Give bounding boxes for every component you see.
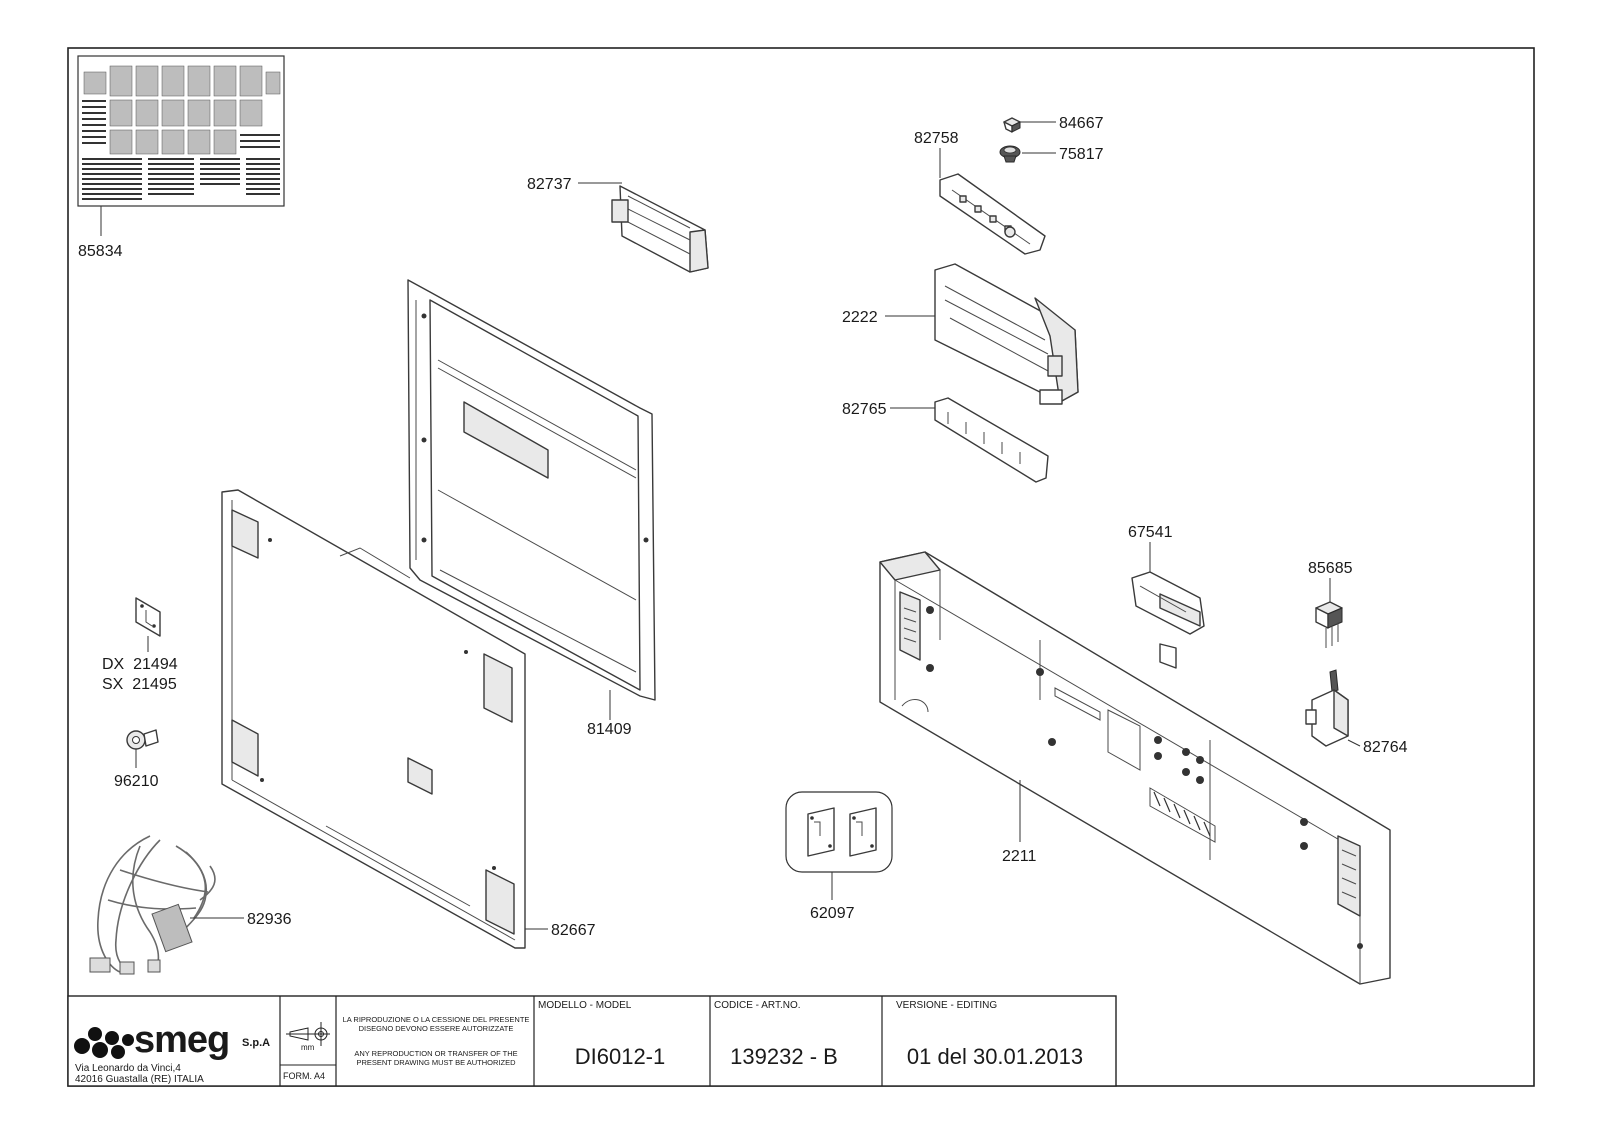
- bracket-82758: [939, 173, 1046, 255]
- connector-strip-82765: [934, 397, 1049, 483]
- plug-96210: [126, 729, 159, 750]
- brackets-62097: [785, 791, 893, 873]
- model-label: MODELLO - MODEL: [538, 1000, 632, 1011]
- part-label-82737: 82737: [527, 176, 572, 193]
- door-inner-panel-81409: [407, 279, 656, 701]
- door-lock-67541: [1131, 571, 1205, 669]
- notice-english-1: ANY REPRODUCTION OR TRANSFER OF THE: [354, 1049, 517, 1058]
- instruction-sheet-part: [77, 55, 285, 207]
- control-panel-2211: [879, 551, 1391, 985]
- company-suffix: S.p.A: [242, 1037, 270, 1049]
- part-label-82758: 82758: [914, 130, 959, 147]
- part-label-82667: 82667: [551, 922, 596, 939]
- wiring-harness-82936: [89, 835, 216, 975]
- part-label-85685: 85685: [1308, 560, 1353, 577]
- notice-italian-2: DISEGNO DEVONO ESSERE AUTORIZZATE: [359, 1024, 514, 1033]
- cap-84667: [1003, 117, 1021, 133]
- projection-symbol: [286, 1022, 330, 1046]
- model-value: DI6012-1: [575, 1044, 666, 1069]
- grommet-75817: [999, 145, 1021, 163]
- part-label-82764: 82764: [1363, 739, 1408, 756]
- part-label-82936: 82936: [247, 911, 292, 928]
- part-label-82765: 82765: [842, 401, 887, 418]
- part-label-75817: 75817: [1059, 146, 1104, 163]
- code-label: CODICE - ART.NO.: [714, 1000, 801, 1011]
- address-line-2: 42016 Guastalla (RE) ITALIA: [75, 1074, 204, 1085]
- smeg-logo: smeg S.p.A: [74, 1019, 270, 1061]
- part-label-84667: 84667: [1059, 115, 1104, 132]
- address-line-1: Via Leonardo da Vinci,4: [75, 1063, 181, 1074]
- part-label-67541: 67541: [1128, 524, 1173, 541]
- part-label-81409: 81409: [587, 721, 632, 738]
- notice-italian-1: LA RIPRODUZIONE O LA CESSIONE DEL PRESEN…: [343, 1015, 530, 1024]
- module-82737: [611, 185, 709, 273]
- part-label-dx: DX 21494: [102, 656, 178, 673]
- part-label-62097: 62097: [810, 905, 855, 922]
- code-value: 139232 - B: [730, 1044, 838, 1069]
- title-block: [67, 995, 1117, 1087]
- control-module-2222: [934, 263, 1079, 405]
- part-label-85834: 85834: [78, 243, 123, 260]
- switch-82764: [1305, 669, 1349, 747]
- unit-label: mm: [301, 1043, 315, 1052]
- part-label-2211: 2211: [1002, 848, 1037, 865]
- brand-wordmark: smeg: [134, 1019, 229, 1061]
- part-label-2222: 2222: [842, 309, 878, 326]
- switch-85685: [1315, 601, 1343, 648]
- door-outer-panel-82667: [221, 489, 526, 949]
- part-label-sx: SX 21495: [102, 676, 177, 693]
- version-value: 01 del 30.01.2013: [907, 1044, 1083, 1069]
- part-label-96210: 96210: [114, 773, 159, 790]
- format-label: FORM. A4: [283, 1071, 325, 1081]
- notice-english-2: PRESENT DRAWING MUST BE AUTHORIZED: [356, 1058, 516, 1067]
- hinge-plate-21494-21495: [135, 597, 161, 637]
- version-label: VERSIONE - EDITING: [896, 1000, 997, 1011]
